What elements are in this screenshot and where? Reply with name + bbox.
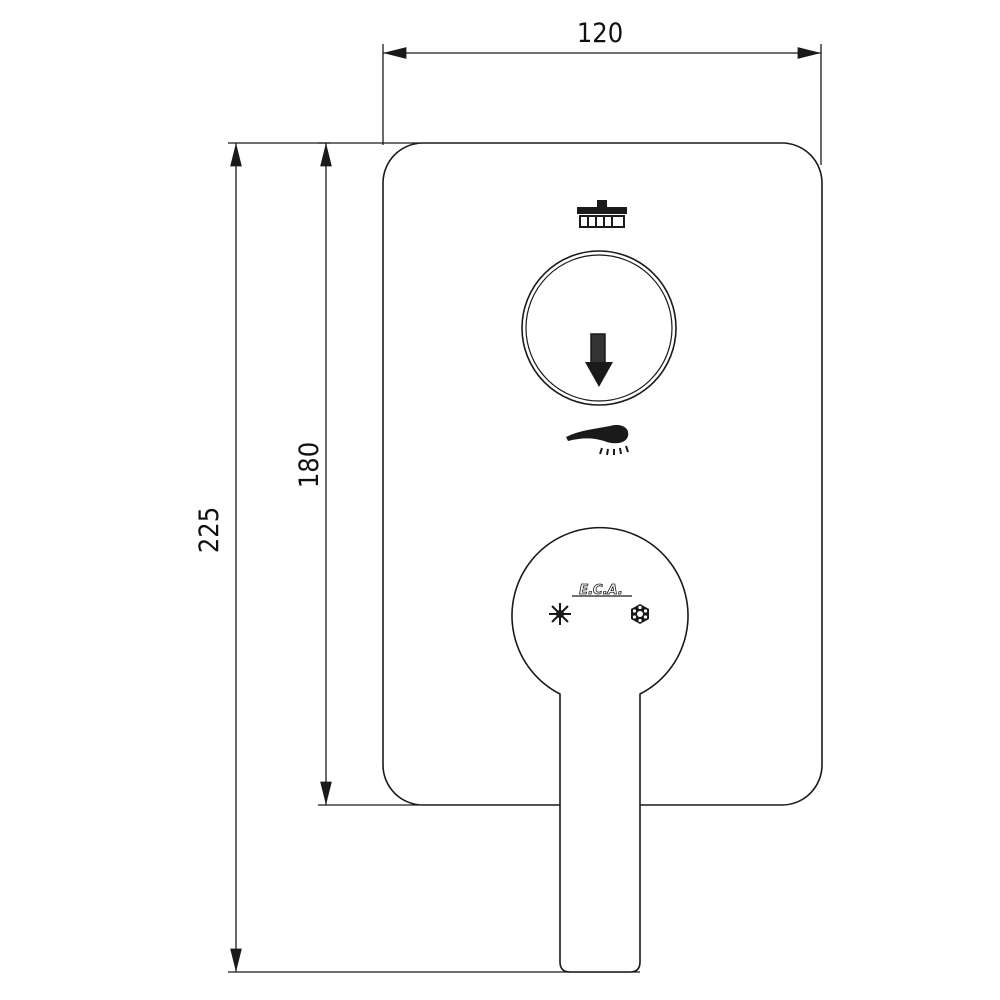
width-label: 120	[577, 18, 623, 49]
sun-icon	[549, 603, 571, 625]
snowflake-icon	[631, 604, 649, 624]
diverter-knob	[521, 250, 677, 406]
overhead-shower-icon	[577, 200, 627, 228]
logo-text: E.C.A.	[579, 583, 623, 598]
arrow-down-icon	[585, 333, 613, 387]
width-dimension	[382, 44, 822, 165]
brand-logo: E.C.A.	[572, 583, 632, 598]
total-height-label: 225	[194, 507, 225, 553]
plate-height-dimension	[318, 142, 420, 806]
plate-height-label: 180	[294, 442, 325, 488]
hand-shower-icon	[566, 425, 629, 456]
mixer-handle	[511, 526, 689, 973]
